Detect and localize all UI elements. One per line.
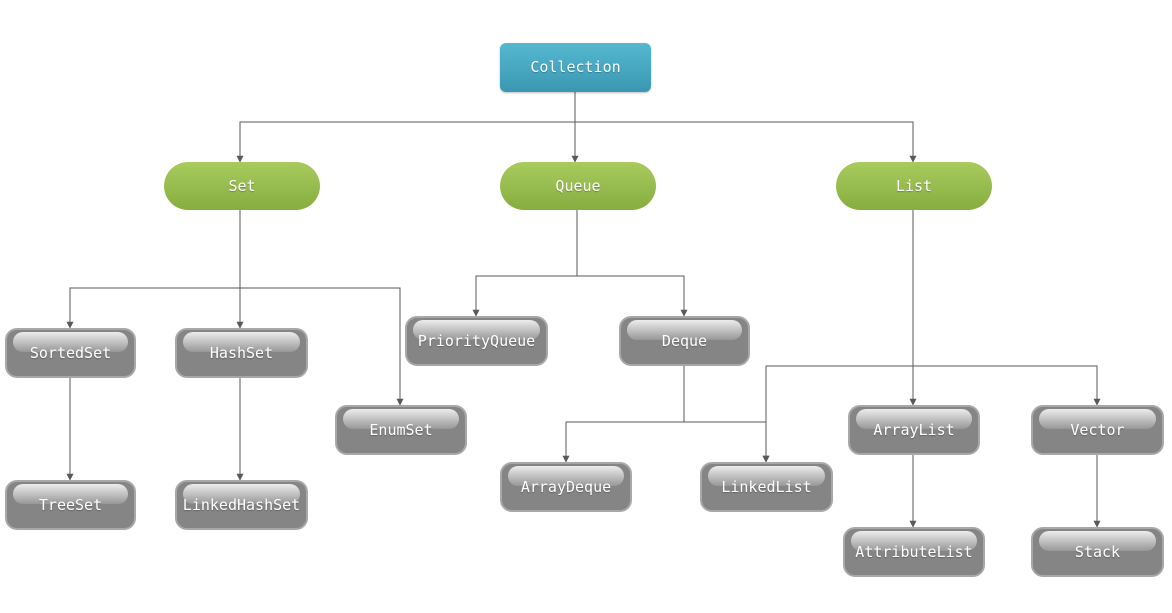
edge-collection-list bbox=[575, 121, 917, 163]
node-collection: Collection bbox=[500, 43, 651, 92]
node-priorityqueue-label: PriorityQueue bbox=[417, 331, 536, 350]
node-arraylist-label: ArrayList bbox=[873, 420, 955, 439]
node-sortedset: SortedSet bbox=[5, 328, 136, 378]
node-arraylist: ArrayList bbox=[848, 405, 980, 455]
edge-set-sortedset bbox=[66, 210, 241, 329]
node-arraydeque-label: ArrayDeque bbox=[520, 477, 612, 496]
node-hashset: HashSet bbox=[175, 328, 308, 378]
edge-list-linkedlist bbox=[762, 365, 913, 463]
node-set: Set bbox=[164, 162, 320, 210]
node-queue: Queue bbox=[500, 162, 656, 210]
node-collection-label: Collection bbox=[530, 58, 621, 76]
node-attributelist: AttributeList bbox=[843, 527, 985, 577]
edge-deque-arraydeque bbox=[562, 366, 685, 463]
node-treeset-label: TreeSet bbox=[38, 495, 103, 514]
edge-list-vector bbox=[913, 365, 1101, 406]
edge-set-enumset bbox=[240, 287, 404, 406]
node-hashset-label: HashSet bbox=[209, 343, 274, 362]
node-deque: Deque bbox=[619, 316, 750, 366]
node-vector-label: Vector bbox=[1070, 420, 1125, 439]
node-vector: Vector bbox=[1031, 405, 1164, 455]
node-linkedhashset-label: LinkedHashSet bbox=[182, 495, 301, 514]
node-treeset: TreeSet bbox=[5, 480, 136, 530]
node-arraydeque: ArrayDeque bbox=[500, 462, 632, 512]
node-set-label: Set bbox=[228, 176, 256, 195]
node-enumset-label: EnumSet bbox=[369, 420, 433, 439]
node-enumset: EnumSet bbox=[335, 405, 467, 455]
node-priorityqueue: PriorityQueue bbox=[405, 316, 548, 366]
node-sortedset-label: SortedSet bbox=[29, 343, 112, 362]
node-list-label: List bbox=[895, 176, 933, 195]
edge-queue-deque bbox=[577, 275, 688, 317]
edge-queue-priorityqueue bbox=[472, 210, 578, 317]
edge-deque-linkedlist bbox=[684, 421, 770, 463]
node-list: List bbox=[836, 162, 992, 210]
node-stack-label: Stack bbox=[1074, 542, 1121, 561]
node-deque-label: Deque bbox=[661, 331, 708, 350]
node-linkedlist: LinkedList bbox=[700, 462, 833, 512]
edge-collection-set bbox=[236, 92, 576, 163]
node-stack: Stack bbox=[1031, 527, 1164, 577]
node-linkedlist-label: LinkedList bbox=[721, 477, 812, 496]
node-linkedhashset: LinkedHashSet bbox=[175, 480, 308, 530]
node-queue-label: Queue bbox=[555, 176, 601, 195]
node-attributelist-label: AttributeList bbox=[855, 542, 973, 561]
